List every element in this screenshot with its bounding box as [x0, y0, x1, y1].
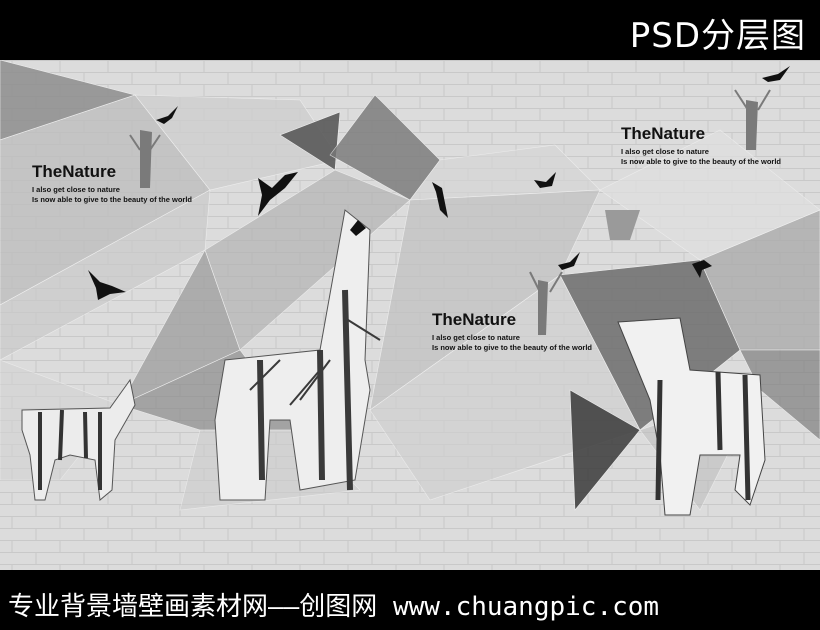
nature-line-1: I also get close to nature: [32, 185, 120, 194]
nature-line-2: Is now able to give to the beauty of the…: [621, 157, 782, 166]
deer-silhouette-left: [21, 378, 136, 501]
site-watermark-text: 专业背景墙壁画素材网——创图网 www.chuangpic.com: [8, 592, 660, 622]
nature-caption-center: TheNature I also get close to nature Is …: [432, 310, 592, 353]
nature-caption-right: TheNature I also get close to nature Is …: [621, 124, 781, 167]
deer-silhouette-right: [617, 317, 766, 516]
mural-graphic: [0, 60, 820, 570]
bottom-banner: 专业背景墙壁画素材网——创图网 www.chuangpic.com: [0, 570, 820, 630]
nature-caption-left: TheNature I also get close to nature Is …: [32, 162, 192, 205]
psd-layer-label: PSD分层图: [629, 16, 806, 56]
nature-title: TheNature: [432, 310, 517, 329]
nature-title: TheNature: [32, 162, 117, 181]
deer-head-icons: [129, 89, 771, 335]
nature-line-2: Is now able to give to the beauty of the…: [432, 343, 593, 352]
top-banner: PSD分层图: [0, 0, 820, 60]
nature-line-1: I also get close to nature: [621, 147, 709, 156]
deer-silhouette-center: [214, 209, 381, 501]
nature-line-2: Is now able to give to the beauty of the…: [32, 195, 193, 204]
nature-line-1: I also get close to nature: [432, 333, 520, 342]
bird-icons: [88, 66, 790, 300]
wall-mural-artwork: TheNature I also get close to nature Is …: [0, 60, 820, 570]
nature-title: TheNature: [621, 124, 706, 143]
